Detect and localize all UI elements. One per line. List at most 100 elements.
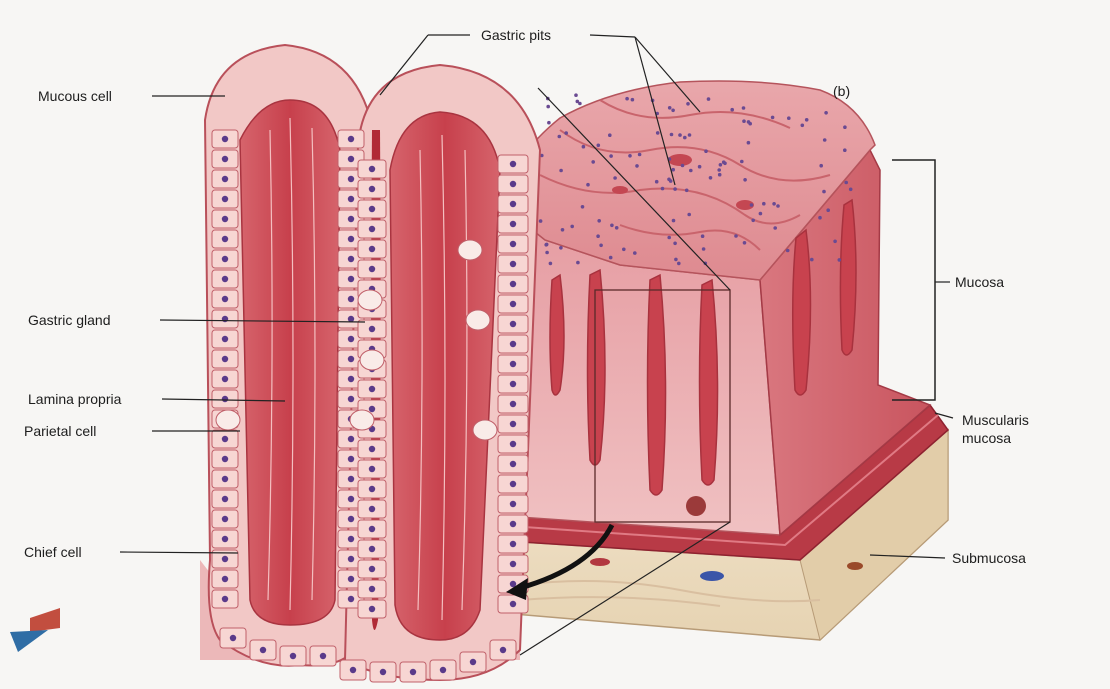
- cell-nucleus: [369, 246, 375, 252]
- cell-nucleus: [510, 301, 516, 307]
- cell-nucleus: [222, 136, 228, 142]
- surface-dot: [787, 116, 791, 120]
- cell-nucleus: [369, 166, 375, 172]
- cell-nucleus: [348, 436, 354, 442]
- surface-dot: [722, 160, 726, 164]
- surface-dot: [687, 213, 691, 217]
- cell-nucleus: [369, 446, 375, 452]
- cell-nucleus: [348, 456, 354, 462]
- surface-dot: [615, 226, 619, 230]
- cell-nucleus: [348, 256, 354, 262]
- surface-dot: [743, 241, 747, 245]
- surface-dot: [678, 133, 682, 137]
- cell-nucleus: [369, 206, 375, 212]
- cell-nucleus: [510, 161, 516, 167]
- surface-dot: [801, 124, 805, 128]
- cell-nucleus: [348, 556, 354, 562]
- surface-dot: [574, 93, 578, 97]
- surface-dot: [622, 248, 626, 252]
- cell-nucleus: [348, 316, 354, 322]
- cell-nucleus: [320, 653, 326, 659]
- cell-nucleus: [222, 256, 228, 262]
- surface-dot: [570, 225, 574, 229]
- cell-nucleus: [222, 576, 228, 582]
- cell-nucleus: [369, 406, 375, 412]
- label-muscularis-mucosa-2: mucosa: [962, 430, 1011, 446]
- cell-nucleus: [369, 566, 375, 572]
- cell-nucleus: [510, 541, 516, 547]
- surface-dot: [740, 160, 744, 164]
- surface-dot: [843, 148, 847, 152]
- surface-dot: [772, 202, 776, 206]
- surface-dot: [704, 149, 708, 153]
- surface-dot: [686, 102, 690, 106]
- cell-nucleus: [348, 136, 354, 142]
- surface-dot: [625, 97, 629, 101]
- cell-nucleus: [369, 526, 375, 532]
- surface-dot: [667, 236, 671, 240]
- cell-nucleus: [369, 186, 375, 192]
- surface-dot: [688, 133, 692, 137]
- surface-dot: [673, 187, 677, 191]
- surface-dot: [734, 234, 738, 238]
- surface-dot: [730, 108, 734, 112]
- cell-nucleus: [222, 396, 228, 402]
- surface-dot: [822, 190, 826, 194]
- surface-dot: [849, 188, 853, 192]
- cell-nucleus: [369, 546, 375, 552]
- cell-nucleus: [348, 476, 354, 482]
- cell-nucleus: [348, 596, 354, 602]
- surface-dot: [819, 164, 823, 168]
- parietal-cell: [473, 420, 497, 440]
- surface-dot: [559, 246, 563, 250]
- surface-dot: [838, 258, 842, 262]
- cell-nucleus: [348, 156, 354, 162]
- cell-nucleus: [222, 456, 228, 462]
- surface-dot: [635, 164, 639, 168]
- surface-dot: [609, 154, 613, 158]
- cell-nucleus: [510, 321, 516, 327]
- cell-nucleus: [510, 181, 516, 187]
- cell-nucleus: [350, 667, 356, 673]
- surface-dot: [609, 256, 613, 260]
- cell-nucleus: [222, 376, 228, 382]
- cell-nucleus: [222, 536, 228, 542]
- surface-dot: [633, 251, 637, 255]
- cell-nucleus: [500, 647, 506, 653]
- cell-nucleus: [348, 236, 354, 242]
- cell-nucleus: [510, 481, 516, 487]
- panel-letter: (b): [833, 83, 850, 99]
- cell-nucleus: [510, 401, 516, 407]
- cell-nucleus: [348, 176, 354, 182]
- surface-dot: [702, 247, 706, 251]
- label-mucous-cell: Mucous cell: [38, 88, 112, 104]
- cell-nucleus: [510, 461, 516, 467]
- surface-dot: [773, 226, 777, 230]
- surface-dot: [751, 219, 755, 223]
- surface-dot: [701, 234, 705, 238]
- surface-dot: [826, 208, 830, 212]
- cell-nucleus: [348, 376, 354, 382]
- cell-nucleus: [348, 216, 354, 222]
- surface-dot: [581, 205, 585, 209]
- surface-dot: [597, 144, 601, 148]
- cell-nucleus: [369, 506, 375, 512]
- cell-nucleus: [510, 381, 516, 387]
- surface-dot: [681, 164, 685, 168]
- surface-dot: [549, 262, 553, 266]
- cell-nucleus: [222, 176, 228, 182]
- surface-dot: [824, 111, 828, 115]
- surface-dot: [743, 178, 747, 182]
- cell-nucleus: [348, 196, 354, 202]
- surface-dot: [591, 160, 595, 164]
- cell-nucleus: [510, 201, 516, 207]
- surface-dot: [545, 251, 549, 255]
- parietal-cell: [216, 410, 240, 430]
- surface-dot: [544, 243, 548, 247]
- label-mucosa: Mucosa: [955, 274, 1004, 290]
- surface-dot: [546, 105, 550, 109]
- surface-dot: [561, 228, 565, 232]
- surface-dot: [843, 125, 847, 129]
- cell-nucleus: [348, 296, 354, 302]
